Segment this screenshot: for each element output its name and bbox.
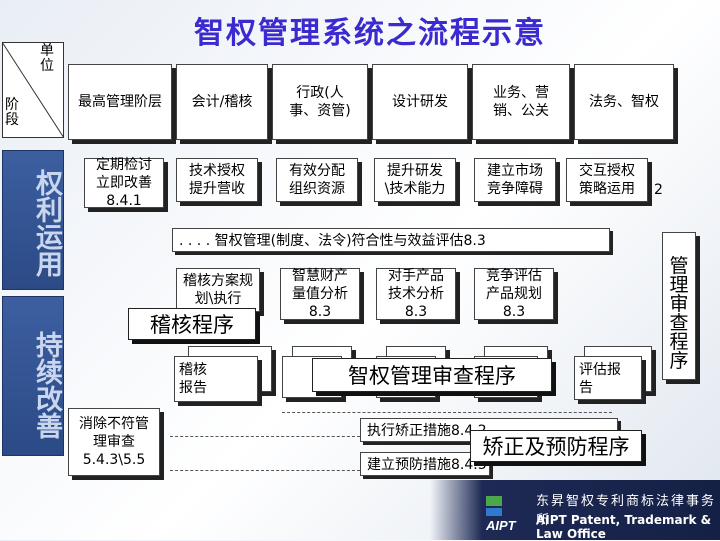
aipt-logo-icon: AIPT [486, 496, 517, 532]
side-label-rights-use: 权利运用 [2, 150, 64, 290]
eval-bar: . . . . 智权管理(制度、法令)符合性与效益评估8.3 [172, 228, 610, 252]
box-eliminate-nonconformity: 消除不符管理审查5.4.3\5.5 [68, 408, 160, 476]
corner-diagonal-line [2, 42, 64, 138]
review-program-tag: 智权管理审查程序 [312, 358, 552, 392]
box-resource-allocation: 有效分配组织资源 [276, 158, 358, 202]
box-cross-licensing: 交互授权策略运用 [566, 158, 648, 202]
box-competitor-tech-analysis: 对手产品技术分析8.3 [376, 268, 456, 320]
row1-tail-mark: 2 [654, 182, 663, 198]
audit-report-label: 稽核报告 [179, 362, 207, 396]
header-administration: 行政(人事、资管) [272, 64, 368, 140]
corner-phase-label: 阶段 [5, 97, 19, 128]
right-label-review-program: 管理审查程序 [662, 232, 696, 380]
logo-english-name: AIPT Patent, Trademark & Law Office [536, 513, 712, 541]
box-audit-plan: 稽核方案规划\执行 [176, 268, 260, 312]
header-rnd: 设计研发 [372, 64, 468, 140]
dashed-connector-top [282, 412, 612, 413]
corner-unit-label: 单位 [40, 43, 54, 74]
preventive-action-bar: 建立预防措施8.4.3 [360, 452, 490, 476]
page-title: 智权管理系统之流程示意 [194, 16, 546, 51]
logo-band [430, 480, 720, 540]
header-legal-ip: 法务、智权 [574, 64, 674, 140]
svg-text:AIPT: AIPT [486, 518, 517, 532]
dashed-connector-mid [170, 436, 360, 437]
box-competitive-evaluation: 竞争评估产品规划8.3 [474, 268, 554, 320]
box-ip-value-analysis: 智慧财产量值分析8.3 [280, 268, 360, 320]
legal-report-box: 评估报告 [574, 356, 642, 400]
header-accounting-audit: 会计/稽核 [176, 64, 268, 140]
box-market-barrier: 建立市场竞争障碍 [474, 158, 556, 202]
audit-report-box: 稽核报告 [174, 356, 258, 402]
box-rnd-capability: 提升研发\技术能力 [374, 158, 456, 202]
box-periodic-review: 定期检讨立即改善8.4.1 [84, 157, 164, 209]
dashed-connector-bottom [170, 470, 360, 471]
header-business-marketing: 业务、营销、公关 [472, 64, 570, 140]
logo-chinese-name: 东昇智权专利商标法律事务所 [536, 494, 717, 528]
header-top-management: 最高管理阶层 [68, 64, 172, 140]
correction-program-tag: 矫正及预防程序 [470, 430, 642, 462]
side-label-continuous-improvement: 持续改善 [2, 296, 64, 456]
right-label-text: 管理审查程序 [669, 255, 689, 372]
box-tech-licensing: 技术授权提升营收 [176, 158, 258, 202]
legal-report-label: 评估报告 [579, 362, 621, 396]
audit-program-tag: 稽核程序 [128, 308, 256, 340]
